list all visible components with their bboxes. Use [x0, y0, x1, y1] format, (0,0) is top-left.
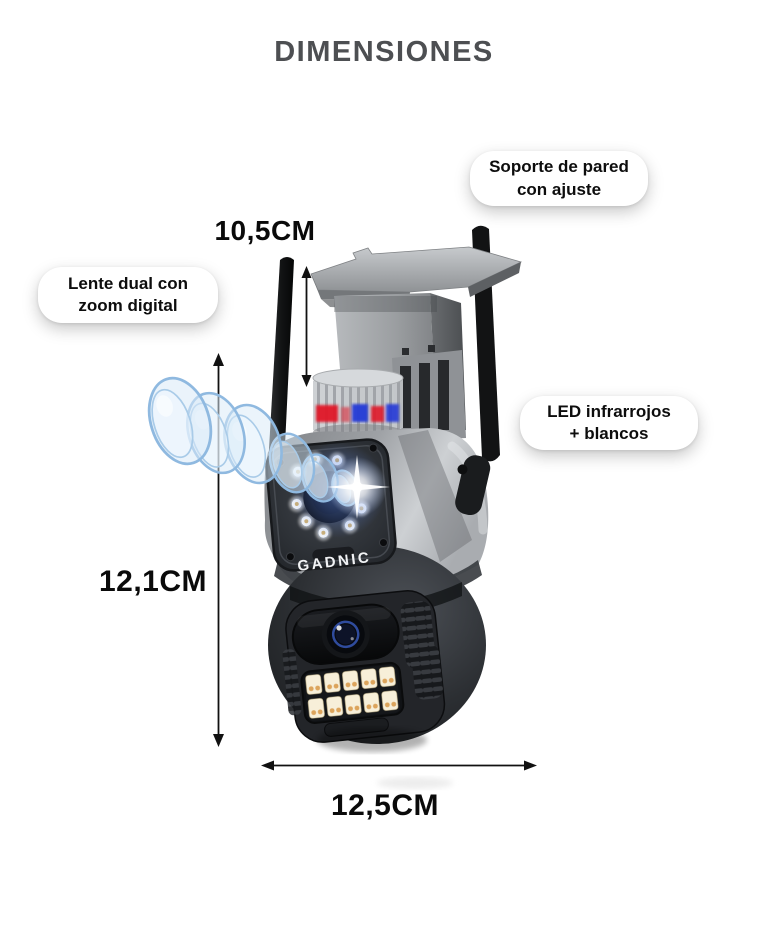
width-arrow	[261, 760, 537, 771]
white-led-flare	[327, 455, 390, 519]
siren-light-ring	[312, 368, 404, 440]
callout-wall-mount: Soporte de pared con ajuste	[470, 151, 648, 206]
callout-wall-mount-line1: Soporte de pared	[489, 157, 629, 177]
siren-led-red	[316, 405, 338, 422]
siren-led-blue	[352, 404, 368, 422]
ptz-camera-module	[282, 590, 446, 743]
dimension-label-body-height: 12,1CM	[98, 565, 208, 598]
callout-wall-mount-line2: con ajuste	[516, 179, 602, 199]
ptz-ball	[268, 546, 486, 752]
callout-dual-lens-line2: zoom digital	[78, 296, 178, 315]
callout-dual-lens-line1: Lente dual con	[68, 273, 188, 293]
right-antenna-hinge	[455, 455, 491, 516]
callout-leds: LED infrarrojos + blancos	[520, 396, 698, 450]
module-rib-right-lower	[411, 644, 443, 700]
callout-leds-line2: + blancos	[569, 424, 649, 443]
floating-lens-elements	[147, 376, 359, 507]
dimension-label-width: 12,5CM	[330, 789, 440, 822]
callout-dual-lens: Lente dual con zoom digital	[38, 267, 218, 323]
callout-leds-line1: LED infrarrojos	[547, 401, 671, 421]
bracket-front-bevel	[311, 274, 410, 301]
module-rib-left	[282, 649, 302, 716]
page-title: DIMENSIONES	[274, 36, 494, 68]
mount-height-arrow	[301, 266, 312, 387]
floor-smudge	[377, 777, 453, 789]
bracket-right-face	[468, 262, 521, 297]
dimension-label-mount-height: 10,5CM	[214, 215, 316, 246]
left-antenna	[268, 257, 294, 470]
